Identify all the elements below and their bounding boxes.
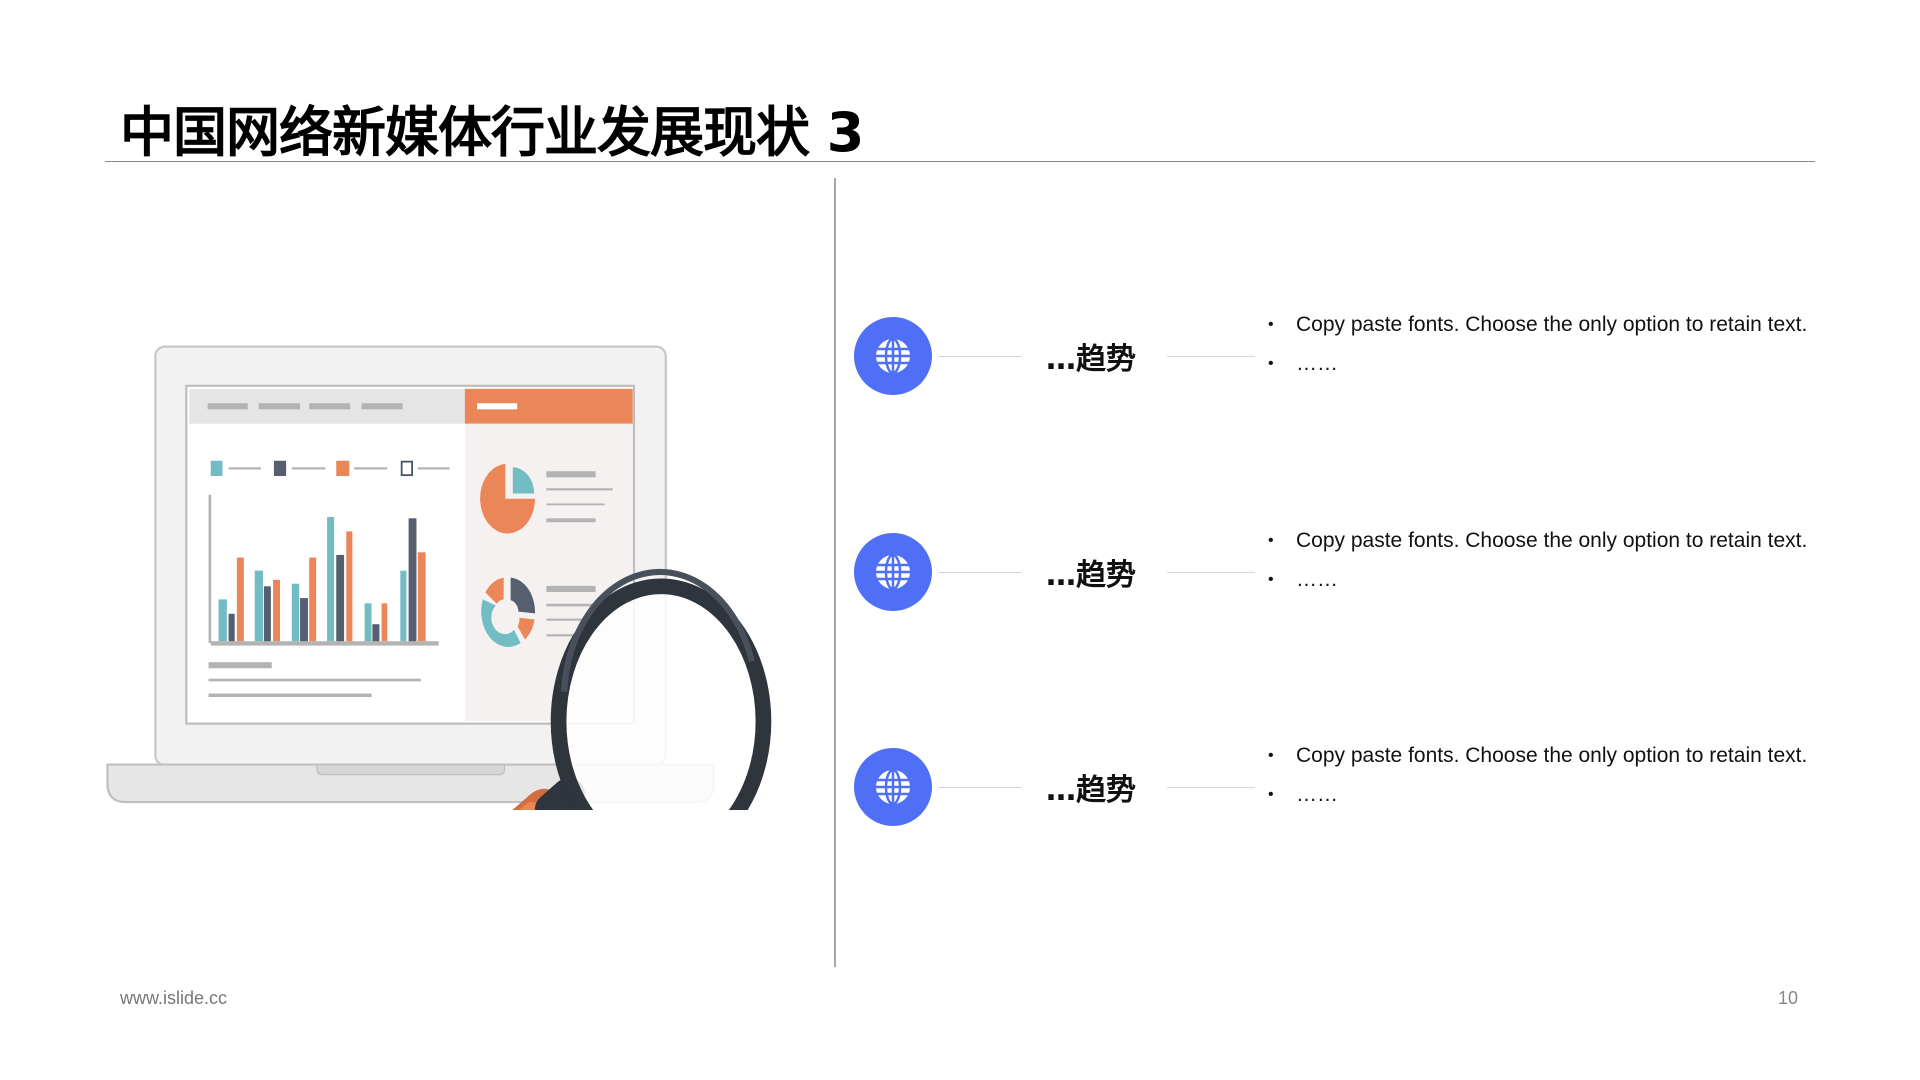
connector-line: [938, 787, 1022, 788]
bullet-item: Copy paste fonts. Choose the only option…: [1268, 521, 1816, 560]
bar-chart-graphic: [208, 460, 450, 698]
bullet-list: Copy paste fonts. Choose the only option…: [1268, 305, 1816, 383]
bullet-item: ……: [1268, 775, 1816, 814]
connector-line: [1167, 572, 1255, 573]
pie-chart-graphic: [480, 463, 613, 534]
footer-url: www.islide.cc: [120, 988, 228, 1008]
vertical-divider: [834, 178, 836, 967]
donut-chart-graphic: [481, 577, 599, 647]
connector-line: [1167, 787, 1255, 788]
connector-line: [938, 572, 1022, 573]
trend-label: …趋势: [1046, 342, 1136, 377]
globe-icon: [854, 533, 932, 611]
bullet-list: Copy paste fonts. Choose the only option…: [1268, 521, 1816, 599]
page-number: 10: [1778, 988, 1799, 1008]
trend-label: …趋势: [1046, 558, 1136, 593]
bullet-item: Copy paste fonts. Choose the only option…: [1268, 736, 1816, 775]
bullet-item: ……: [1268, 344, 1816, 383]
bullet-item: Copy paste fonts. Choose the only option…: [1268, 305, 1816, 344]
slide-title: 中国网络新媒体行业发展现状 3: [120, 101, 864, 164]
bullet-list: Copy paste fonts. Choose the only option…: [1268, 736, 1816, 814]
trend-label: …趋势: [1046, 773, 1136, 808]
title-divider: [105, 161, 1815, 162]
bullet-item: ……: [1268, 560, 1816, 599]
connector-line: [938, 356, 1022, 357]
connector-line: [1167, 356, 1255, 357]
globe-icon: [854, 317, 932, 395]
magnifier-graphic: [512, 568, 772, 810]
globe-icon: [854, 748, 932, 826]
laptop-analytics-illustration: [106, 345, 772, 810]
